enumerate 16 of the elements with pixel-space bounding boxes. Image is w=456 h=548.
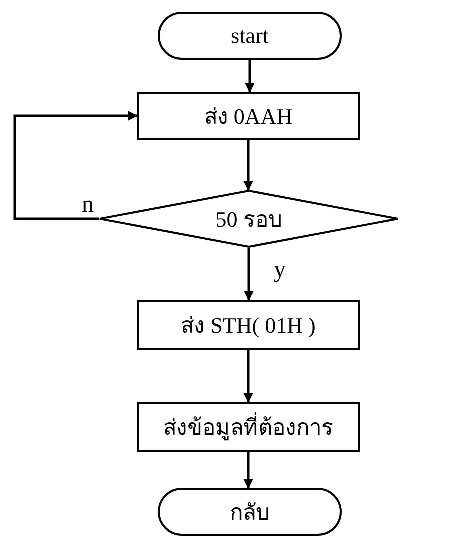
arrow — [14, 111, 138, 220]
node-text: ส่ง STH( 01H ) — [181, 312, 316, 340]
arrow — [245, 60, 255, 93]
node-text: ส่ง 0AAH — [204, 102, 293, 130]
decision-diamond — [99, 190, 399, 248]
process-box — [137, 92, 360, 140]
node-text: 50 รอบ — [216, 206, 282, 234]
node-text: ส่งข้อมูลที่ต้องการ — [164, 412, 334, 443]
arrow — [244, 452, 254, 489]
node-text: กลับ — [230, 498, 270, 526]
arrow — [244, 350, 254, 403]
arrow — [244, 248, 254, 301]
process-box — [137, 300, 360, 350]
arrow — [244, 140, 254, 191]
node-text: start — [231, 23, 269, 49]
process-box — [137, 402, 360, 452]
